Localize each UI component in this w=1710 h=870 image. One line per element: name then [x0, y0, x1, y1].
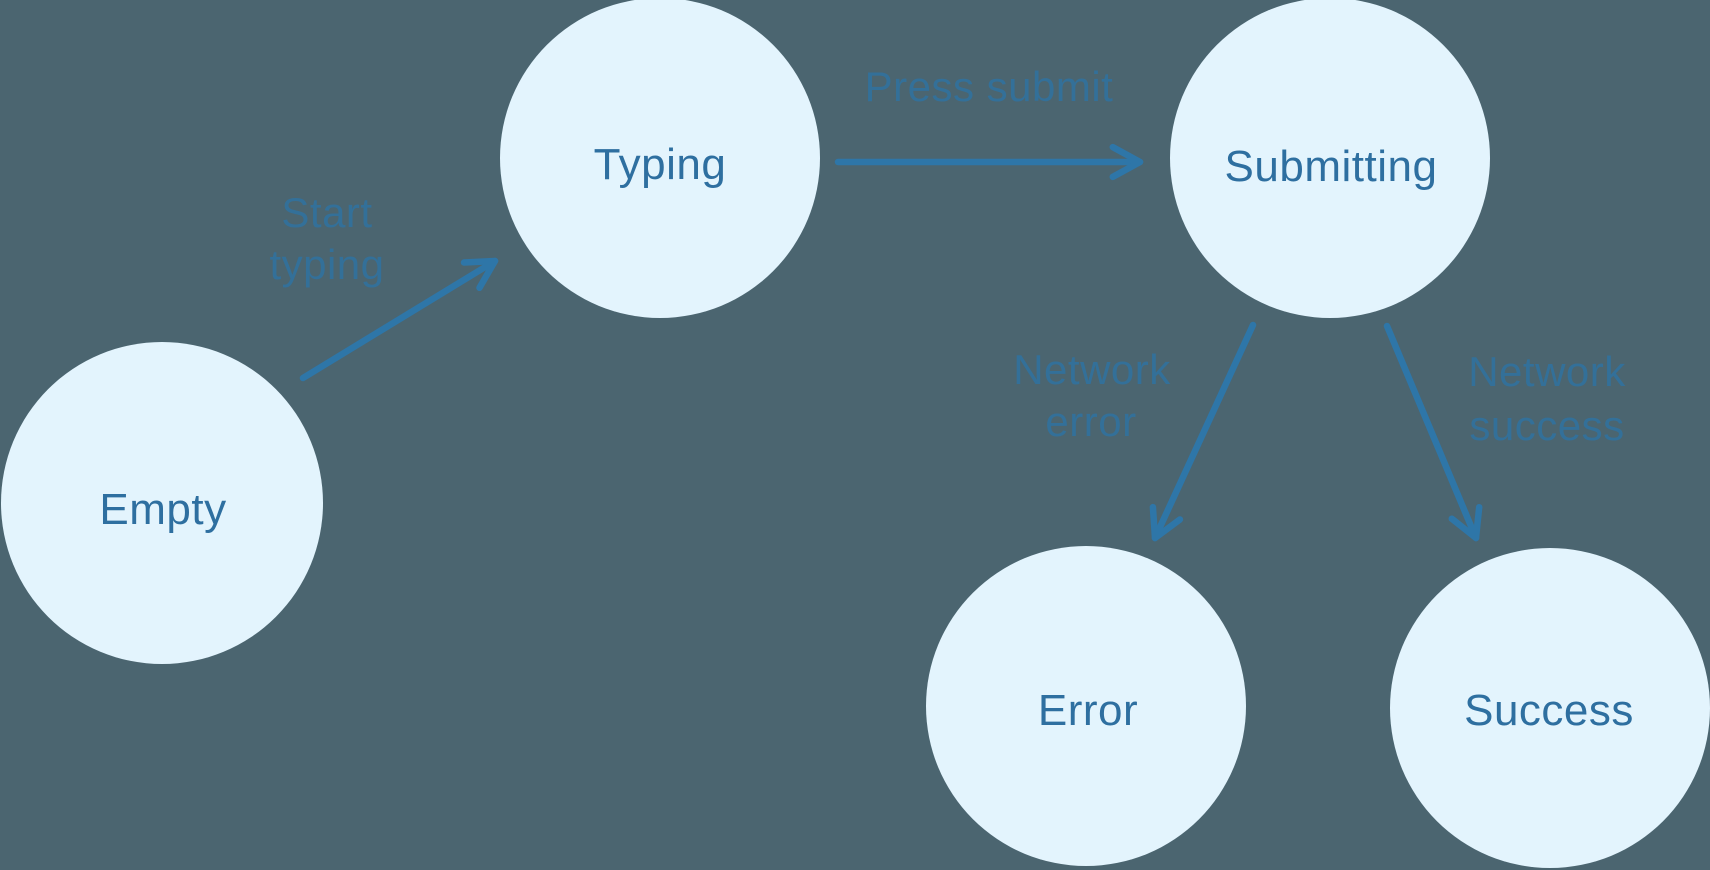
- node-empty: Empty: [1, 342, 323, 664]
- edge-submitting-error-label-line1: Network: [1013, 346, 1171, 393]
- node-empty-circle: [1, 342, 323, 664]
- edge-submitting-success-arrow: [1383, 322, 1480, 542]
- arrowhead-icon: [1448, 503, 1483, 542]
- edge-empty-typing: Start typing: [269, 189, 499, 382]
- arrowhead-icon: [1109, 143, 1144, 181]
- node-typing-circle: [500, 0, 820, 318]
- edge-empty-typing-label-line1: Start: [281, 189, 372, 236]
- edge-submitting-error: Network error: [1013, 321, 1257, 542]
- node-success-circle: [1390, 548, 1710, 868]
- edge-submitting-error-arrow: [1151, 321, 1257, 542]
- arrowhead-icon: [1149, 503, 1184, 542]
- edge-empty-typing-label-line2: typing: [269, 241, 384, 288]
- node-submitting-label: Submitting: [1225, 142, 1438, 191]
- edge-submitting-success-label-line2: success: [1469, 402, 1624, 449]
- node-error: Error: [926, 546, 1246, 866]
- node-typing-label: Typing: [594, 140, 727, 189]
- node-error-circle: [926, 546, 1246, 866]
- node-typing: Typing: [500, 0, 820, 318]
- edge-typing-submitting: Press submit: [834, 63, 1144, 181]
- node-submitting: Submitting: [1170, 0, 1490, 318]
- edge-submitting-success-label-line1: Network: [1468, 348, 1626, 395]
- edge-submitting-success: Network success: [1383, 322, 1626, 542]
- edge-submitting-error-label-line2: error: [1045, 398, 1136, 445]
- arrowhead-icon: [460, 257, 499, 292]
- edge-typing-submitting-label: Press submit: [865, 63, 1114, 110]
- edge-empty-typing-arrow: [299, 257, 499, 382]
- node-success: Success: [1390, 548, 1710, 868]
- node-empty-label: Empty: [99, 485, 226, 534]
- node-success-label: Success: [1464, 686, 1634, 735]
- node-submitting-circle: [1170, 0, 1490, 318]
- node-error-label: Error: [1038, 686, 1138, 735]
